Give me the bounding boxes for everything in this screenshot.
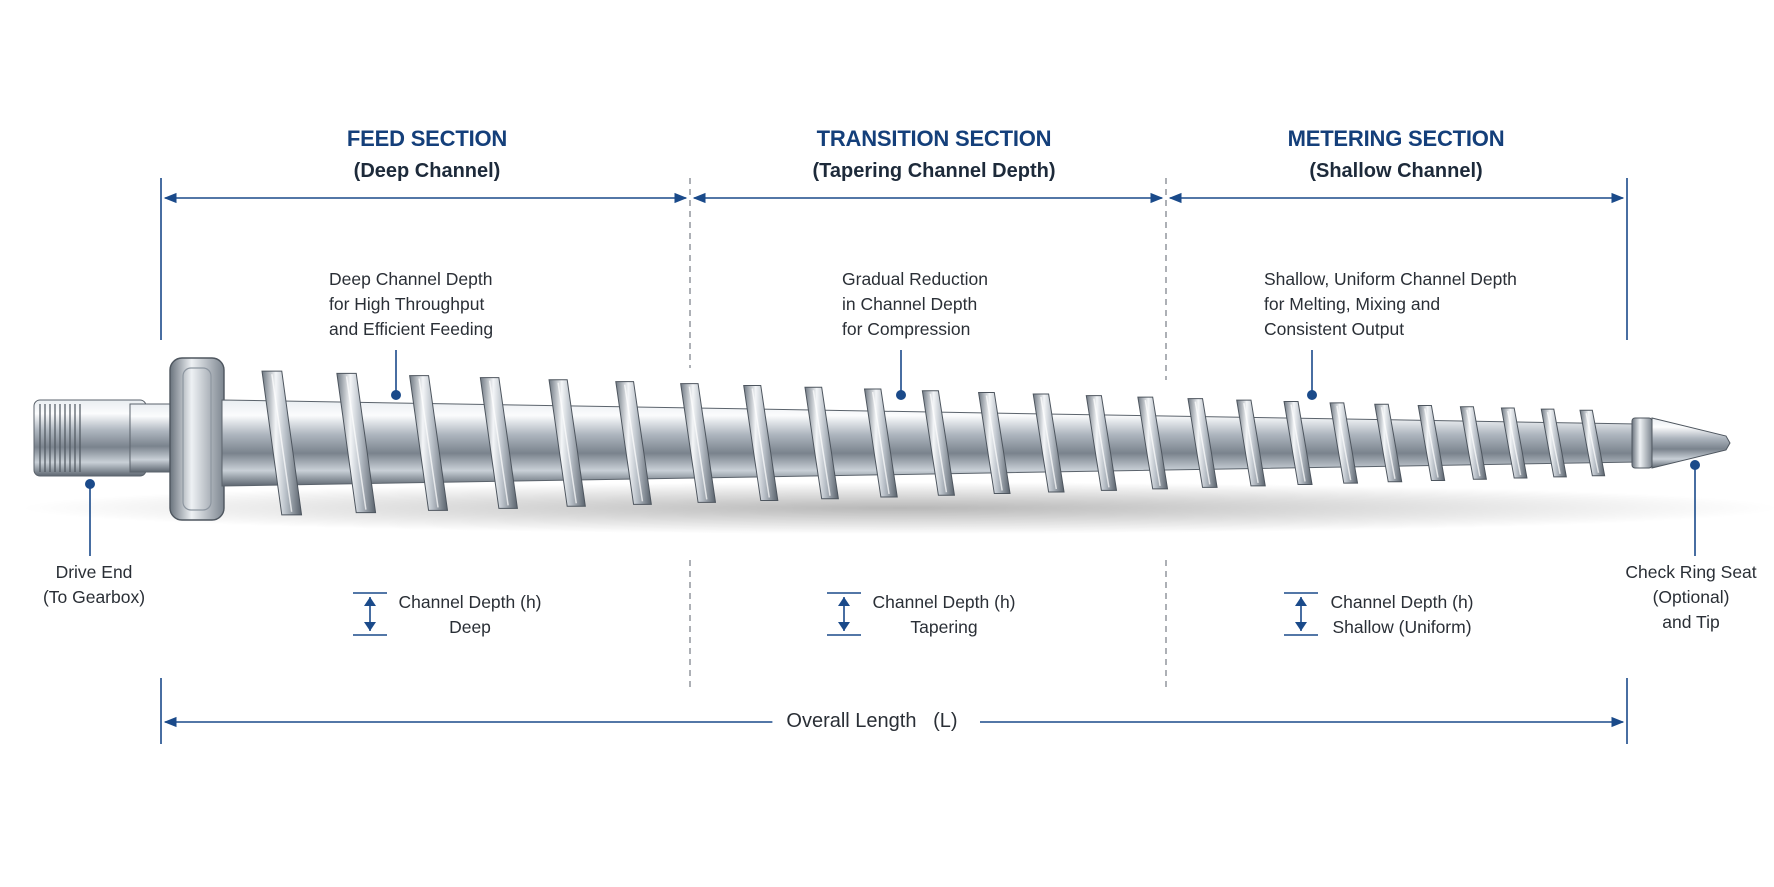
section-divider-lines [689,178,1167,688]
flight-highlight [1144,400,1161,486]
feed-callout-line: for High Throughput [329,294,485,314]
depth-indicator-feed [353,592,387,636]
drive-end-line: (To Gearbox) [42,587,146,607]
flange-ring [182,367,212,511]
leader-dot-feed [390,389,401,400]
flight-highlight [1507,410,1522,476]
extruder-screw [33,357,1731,521]
flight-highlight [1093,398,1110,488]
screw-tip [1651,417,1731,469]
flight-highlight [1243,402,1259,484]
transition-callout-line: in Channel Depth [842,294,978,314]
metering-callout-line: Shallow, Uniform Channel Depth [1264,269,1517,289]
flight-highlight [1585,413,1600,473]
flight-highlight [418,378,439,508]
leader-lines [85,350,1701,556]
check-ring-seat [1631,417,1653,469]
flight-highlight [488,380,509,506]
feed-section-title: FEED SECTION [346,126,508,151]
depth-label-value: Deep [449,617,491,637]
metering-section-subtitle: (Shallow Channel) [1309,160,1483,182]
metering-section-title: METERING SECTION [1287,126,1505,151]
leader-dot-metering [1307,389,1318,400]
flight-highlight [929,393,948,493]
transition-section-subtitle: (Tapering Channel Depth) [812,160,1056,182]
drive-end-callout: Drive End (To Gearbox) [43,560,145,610]
tip-callout-line: Check Ring Seat [1625,562,1757,582]
overall-length-text: Overall Length [786,710,917,732]
feed-callout-line: and Efficient Feeding [329,319,494,339]
tip-callout: Check Ring Seat (Optional) and Tip [1625,560,1756,635]
transition-section-title: TRANSITION SECTION [816,126,1052,151]
depth-label-value: Tapering [910,617,978,637]
depth-indicator-metering [1284,592,1318,636]
depth-label-title: Channel Depth (h) [872,592,1016,612]
flight-highlight [271,374,293,512]
transition-callout-line: Gradual Reduction [842,269,988,289]
feed-callout-line: Deep Channel Depth [329,269,493,289]
flight-highlight [688,386,708,500]
leader-dot-tip [1690,459,1701,470]
flight-highlight [812,390,831,496]
overall-length-symbol: (L) [933,710,958,732]
metering-callout-line: for Melting, Mixing and [1264,294,1441,314]
metering-callout: Shallow, Uniform Channel Depth for Melti… [1264,267,1517,342]
extension-lines [160,178,1628,744]
depth-label-feed: Channel Depth (h) Deep [399,590,542,640]
flight-highlight [1040,396,1058,490]
transition-callout: Gradual Reduction in Channel Depth for C… [842,267,988,342]
flight-highlight [871,391,890,495]
screw-shadow [20,482,1774,534]
depth-label-value: Shallow (Uniform) [1332,617,1472,637]
feed-section-subtitle: (Deep Channel) [353,160,501,182]
flight-highlight [1290,404,1306,482]
depth-label-transition: Channel Depth (h) Tapering [873,590,1016,640]
depth-indicator-transition [827,592,861,636]
leader-dot-drive-end [85,478,96,489]
overall-length-label: Overall Length (L) [772,706,972,736]
flight-highlight [1194,401,1211,485]
flight-highlight [1336,405,1352,481]
flight-highlight [751,388,771,498]
flight-highlight [1424,408,1439,478]
metering-callout-line: Consistent Output [1264,319,1405,339]
depth-label-metering: Channel Depth (h) Shallow (Uniform) [1331,590,1474,640]
flight-highlight [985,395,1003,491]
flight-highlight [623,384,644,502]
transition-callout-line: for Compression [842,319,971,339]
drive-end-line: Drive End [55,562,133,582]
depth-label-title: Channel Depth (h) [398,592,542,612]
flight-highlight [1466,409,1481,477]
depth-indicators [353,592,1318,636]
shaft-neck [129,403,175,473]
flight-highlight [345,376,367,510]
feed-callout: Deep Channel Depth for High Throughput a… [329,267,493,342]
drive-flange [169,357,225,521]
leader-dot-transition [895,389,906,400]
tip-callout-line: (Optional) [1652,587,1730,607]
drive-end-spline [33,399,147,477]
flight-highlight [557,382,577,504]
depth-label-title: Channel Depth (h) [1330,592,1474,612]
flight-highlight [1546,411,1561,475]
flight-highlight [1380,407,1396,479]
tip-callout-line: and Tip [1662,612,1720,632]
